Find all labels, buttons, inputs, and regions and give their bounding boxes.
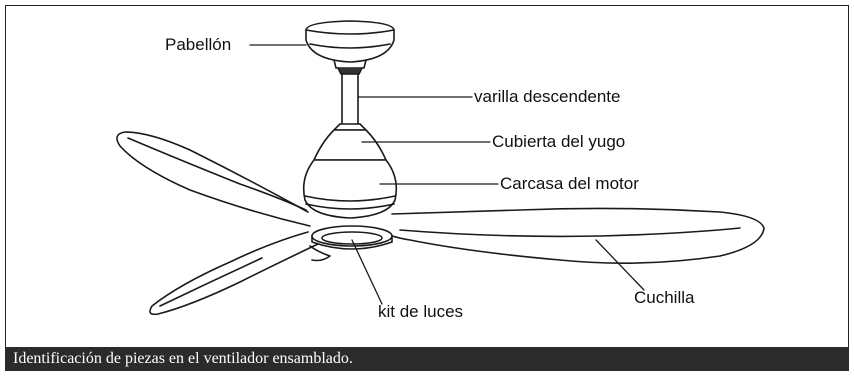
label-downrod: varilla descendente [474,87,621,106]
label-blade: Cuchilla [634,288,695,307]
motor-housing-part [302,159,398,219]
blade-right [375,207,765,264]
label-yoke-cover: Cubierta del yugo [492,132,626,151]
leader-light-kit [351,239,383,305]
label-light-kit: kit de luces [378,302,464,321]
blade-left-lower [149,231,331,316]
label-canopy: Pabellón [165,35,232,54]
diagram-frame [5,5,849,371]
leader-blade [595,239,645,291]
light-kit-part [311,225,393,250]
canopy-part [305,20,395,75]
label-motor-housing: Carcasa del motor [500,174,639,193]
caption-text: Identificación de piezas en el ventilado… [13,350,353,367]
caption-bar: Identificación de piezas en el ventilado… [5,347,849,371]
blade-left-upper [116,131,311,227]
downrod-part [341,73,359,125]
leader-lines [249,44,645,305]
